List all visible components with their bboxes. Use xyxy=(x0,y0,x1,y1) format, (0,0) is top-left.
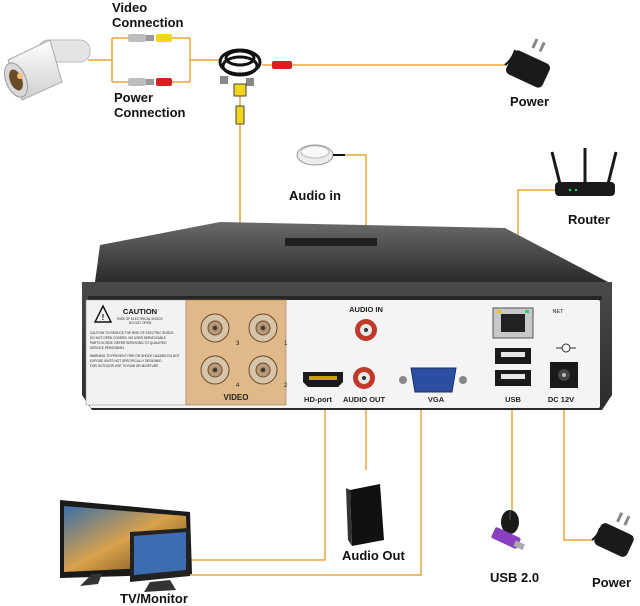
power-connector-pair xyxy=(128,78,172,86)
audio-out-device-label: Audio Out xyxy=(342,548,405,563)
caution-title: CAUTION xyxy=(123,307,157,316)
audio-in-port-label: AUDIO IN xyxy=(349,305,383,314)
video-channel-label: 4 xyxy=(236,383,240,389)
caution-line: DO NOT OPEN COVERS. NO USER SERVICEABLE xyxy=(90,336,166,340)
microphone-icon xyxy=(296,144,345,166)
camera-icon xyxy=(4,39,91,101)
caution-line: EXPOSE UNITS NOT SPECIFICALLY DESIGNED xyxy=(90,359,162,363)
video-connection-line: Connection xyxy=(112,15,184,30)
dc-port-label: DC 12V xyxy=(548,395,574,404)
net-port xyxy=(492,307,534,339)
router-label: Router xyxy=(568,212,610,227)
video-connector-pair xyxy=(128,34,172,42)
caution-line: SERVICE PERSONNEL xyxy=(90,346,125,350)
power-adapter-icon xyxy=(591,512,634,557)
monitor-icon xyxy=(60,500,192,592)
video-bnc-ports xyxy=(200,313,278,385)
power-bottom-label: Power xyxy=(592,575,632,590)
caution-line: FOR OUTDOOR USE TO RAIN OR MOISTURE xyxy=(90,364,158,368)
power-adapter-icon xyxy=(504,38,550,88)
power-connection-line: Connection xyxy=(114,105,186,120)
usb-ports xyxy=(495,348,531,386)
caution-sub-2: DO NOT OPEN xyxy=(129,321,152,325)
mouse-icon xyxy=(501,510,519,534)
video-port-label: VIDEO xyxy=(224,393,249,402)
caution-sub-1: RISK OF ELECTRICAL SHOCK xyxy=(117,317,163,321)
warning-icon: ! xyxy=(93,304,113,323)
caution-text: CAUTION TO REDUCE THE RISK OF ELECTRIC S… xyxy=(90,331,180,368)
dc-port xyxy=(550,343,578,388)
power-connection-label: Power Connection xyxy=(114,90,186,120)
usb-port-label: USB xyxy=(505,395,521,404)
hd-port xyxy=(303,372,343,387)
video-channel-label: 1 xyxy=(284,341,288,347)
caution-line: CAUTION TO REDUCE THE RISK OF ELECTRIC S… xyxy=(90,331,174,335)
power-top-label: Power xyxy=(510,94,550,109)
video-channel-label: 2 xyxy=(284,383,288,389)
audio-out-port xyxy=(353,367,375,389)
red-power-plug xyxy=(272,61,292,69)
speaker-icon xyxy=(346,484,384,546)
tv-monitor-label: TV/Monitor xyxy=(120,591,188,606)
hd-port-label: HD-port xyxy=(304,395,332,404)
net-port-label: NET xyxy=(553,309,565,315)
power-connection-line: Power xyxy=(114,90,154,105)
video-channel-label: 3 xyxy=(236,341,240,347)
caution-line: WARNING TO PREVENT FIRE OR SHOCK HAZARD … xyxy=(90,354,180,358)
usb-device-label: USB 2.0 xyxy=(490,570,540,585)
vga-port-label: VGA xyxy=(428,395,445,404)
caution-line: PARTS IN SIDE. REFER SERVICING TO QUALIF… xyxy=(90,341,167,345)
usb-drive-icon xyxy=(491,527,525,551)
audio-in-device-label: Audio in xyxy=(289,188,341,203)
video-connection-line: Video xyxy=(112,0,148,15)
audio-out-port-label: AUDIO OUT xyxy=(343,395,386,404)
video-connection-label: Video Connection xyxy=(112,0,184,30)
wifi-router-icon xyxy=(550,148,618,196)
audio-in-port xyxy=(355,319,377,341)
svg-text:!: ! xyxy=(102,313,105,322)
vga-port xyxy=(399,367,467,393)
bnc-coax-cable-icon xyxy=(218,48,262,125)
